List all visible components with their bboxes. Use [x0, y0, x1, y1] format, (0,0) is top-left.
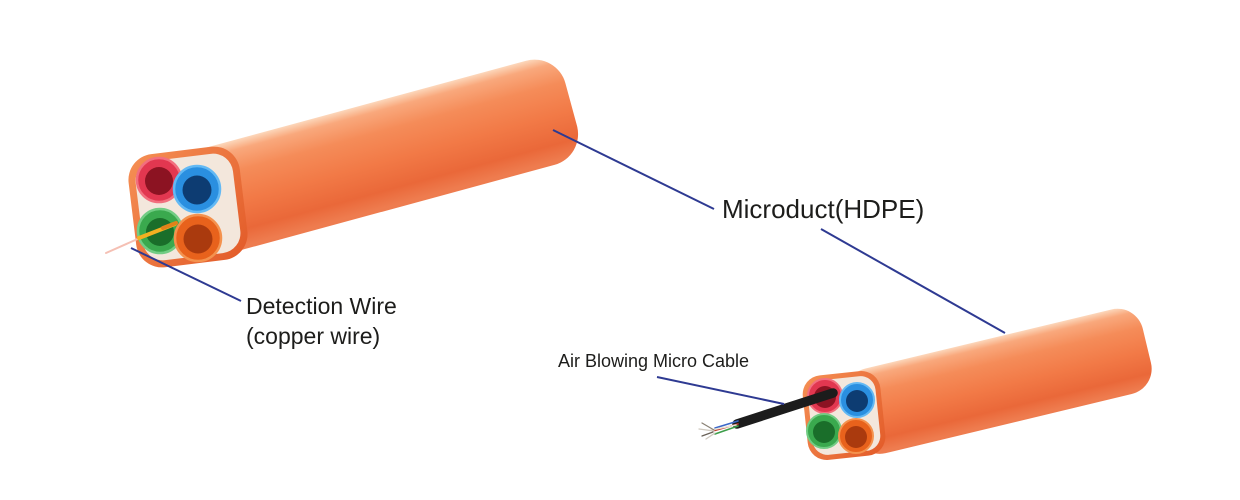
microduct-annotation-line-top — [552, 129, 715, 210]
detection-wire — [105, 221, 178, 254]
tube-orange — [173, 213, 223, 263]
small-microduct — [698, 308, 1152, 460]
air-blowing-annotation-line — [656, 376, 785, 405]
large-microduct-end-face — [128, 146, 248, 268]
detection-wire-label-line2: (copper wire) — [246, 322, 381, 349]
microduct-annotation-line-bottom — [820, 228, 1006, 334]
detection-wire-label: Detection Wire (copper wire) — [246, 292, 397, 352]
air-blowing-cable — [698, 388, 838, 440]
small-microduct-end-face — [802, 371, 886, 460]
detection-wire-annotation-line — [130, 247, 242, 302]
large-microduct-body — [178, 59, 579, 255]
microduct-label: Microduct(HDPE) — [722, 194, 925, 224]
tube-red — [135, 156, 183, 204]
tube-green — [806, 413, 842, 449]
detection-wire-label-line1: Detection Wire — [246, 293, 397, 319]
tube-orange — [838, 418, 874, 454]
tube-blue — [172, 164, 222, 214]
large-microduct — [105, 59, 579, 268]
tube-blue — [839, 382, 875, 418]
air-blowing-cable-label: Air Blowing Micro Cable — [558, 351, 750, 371]
small-microduct-body — [845, 308, 1152, 454]
